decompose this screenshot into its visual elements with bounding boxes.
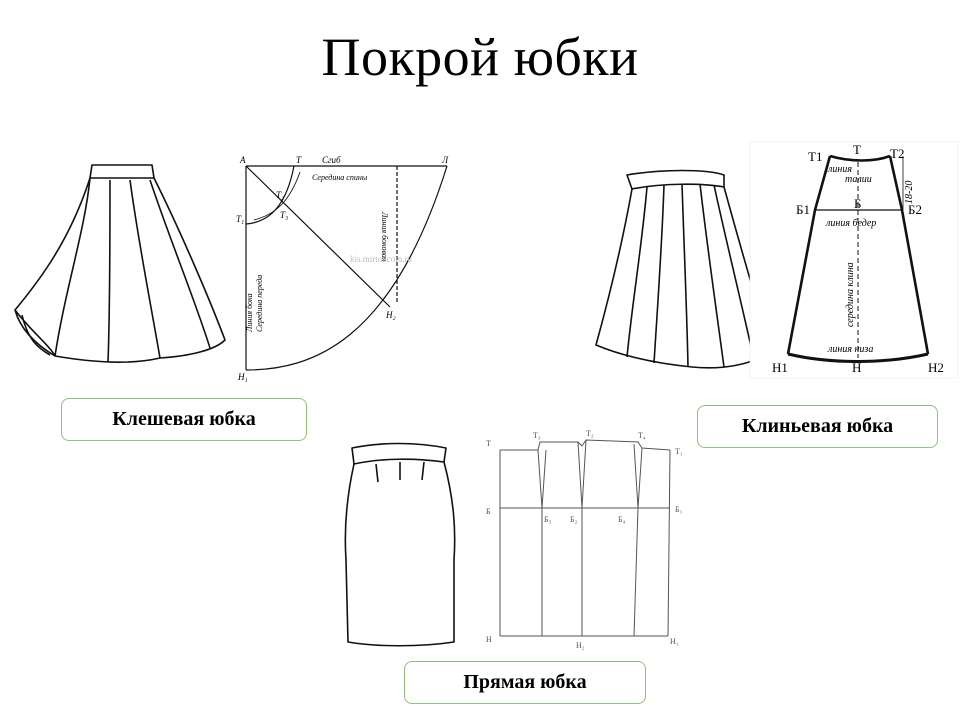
straight-pattern-diagram: Т Т₃ Т₂ Т₄ Т₁ Б Б₃ Б₂ Б₄ Б₁ Н Н₂ Н₁ (486, 429, 683, 650)
caption-gored-skirt: Клиньевая юбка (697, 405, 938, 448)
flared-label-back: Середина спины (312, 173, 368, 182)
straight-point-b4: Б₄ (618, 515, 626, 524)
flared-point-h2: Н₂ (385, 310, 396, 320)
gored-point-b1: Б1 (796, 202, 810, 217)
flared-point-t2: Т₂ (276, 190, 284, 200)
straight-point-b3: Б₃ (544, 515, 552, 524)
straight-skirt-drawing (344, 442, 456, 647)
gored-point-h1: Н1 (772, 360, 788, 375)
caption-straight-skirt: Прямая юбка (404, 661, 646, 704)
flared-point-a: A (239, 155, 246, 165)
flared-label-front: Середина переда (255, 275, 264, 332)
gored-point-b: Б (854, 196, 861, 211)
gored-pattern-diagram: Т Т1 Т2 Б1 Б Б2 Н1 Н Н2 линия талии лини… (749, 141, 959, 379)
flared-label-fold: Сгиб (322, 155, 341, 165)
flared-label-side: Линия боковая (380, 211, 389, 262)
flared-point-t: T (296, 155, 302, 165)
flared-watermark: kis.mirtoncom.ru (350, 254, 412, 264)
straight-point-t3: Т₃ (533, 431, 541, 440)
gored-point-t: Т (853, 142, 861, 157)
gored-label-line: линия (827, 164, 852, 175)
gored-point-t1: Т1 (808, 149, 822, 164)
straight-point-h: Н (486, 635, 492, 644)
gored-point-t2: Т2 (890, 146, 904, 161)
caption-flared-skirt: Клешевая юбка (61, 398, 307, 441)
flared-point-l: Л (441, 155, 449, 165)
flared-point-t1: Т₁ (236, 214, 244, 224)
straight-point-t: Т (486, 439, 491, 448)
straight-point-b2: Б₂ (570, 515, 578, 524)
gored-label-measure: 18-20 (904, 181, 915, 204)
straight-point-h2: Н₂ (576, 641, 585, 650)
flared-label-side-line: Линия бока (245, 293, 254, 333)
straight-point-t4: Т₄ (638, 431, 646, 440)
flared-point-t3: Т₃ (280, 210, 288, 220)
gored-label-hem: линия низа (827, 344, 873, 355)
page-title: Покрой юбки (321, 27, 639, 87)
straight-point-t1: Т₁ (675, 447, 683, 456)
gored-label-waist: талии (845, 174, 872, 185)
straight-point-h1: Н₁ (670, 637, 679, 646)
flared-point-h1: Н₁ (237, 372, 248, 382)
gored-point-b2: Б2 (908, 202, 922, 217)
straight-point-b: Б (486, 507, 491, 516)
straight-point-b1: Б₁ (675, 505, 683, 514)
gored-point-h: Н (852, 360, 861, 375)
gored-label-center: середина клина (845, 262, 856, 327)
flared-skirt-drawing (14, 164, 226, 363)
gored-point-h2: Н2 (928, 360, 944, 375)
gored-label-hips: линия бедер (825, 218, 876, 229)
flared-pattern-diagram: A T Л Т₁ Т₂ Т₃ Н₁ Н₂ Сгиб Середина спины… (236, 155, 449, 382)
straight-point-t2: Т₂ (586, 429, 594, 438)
